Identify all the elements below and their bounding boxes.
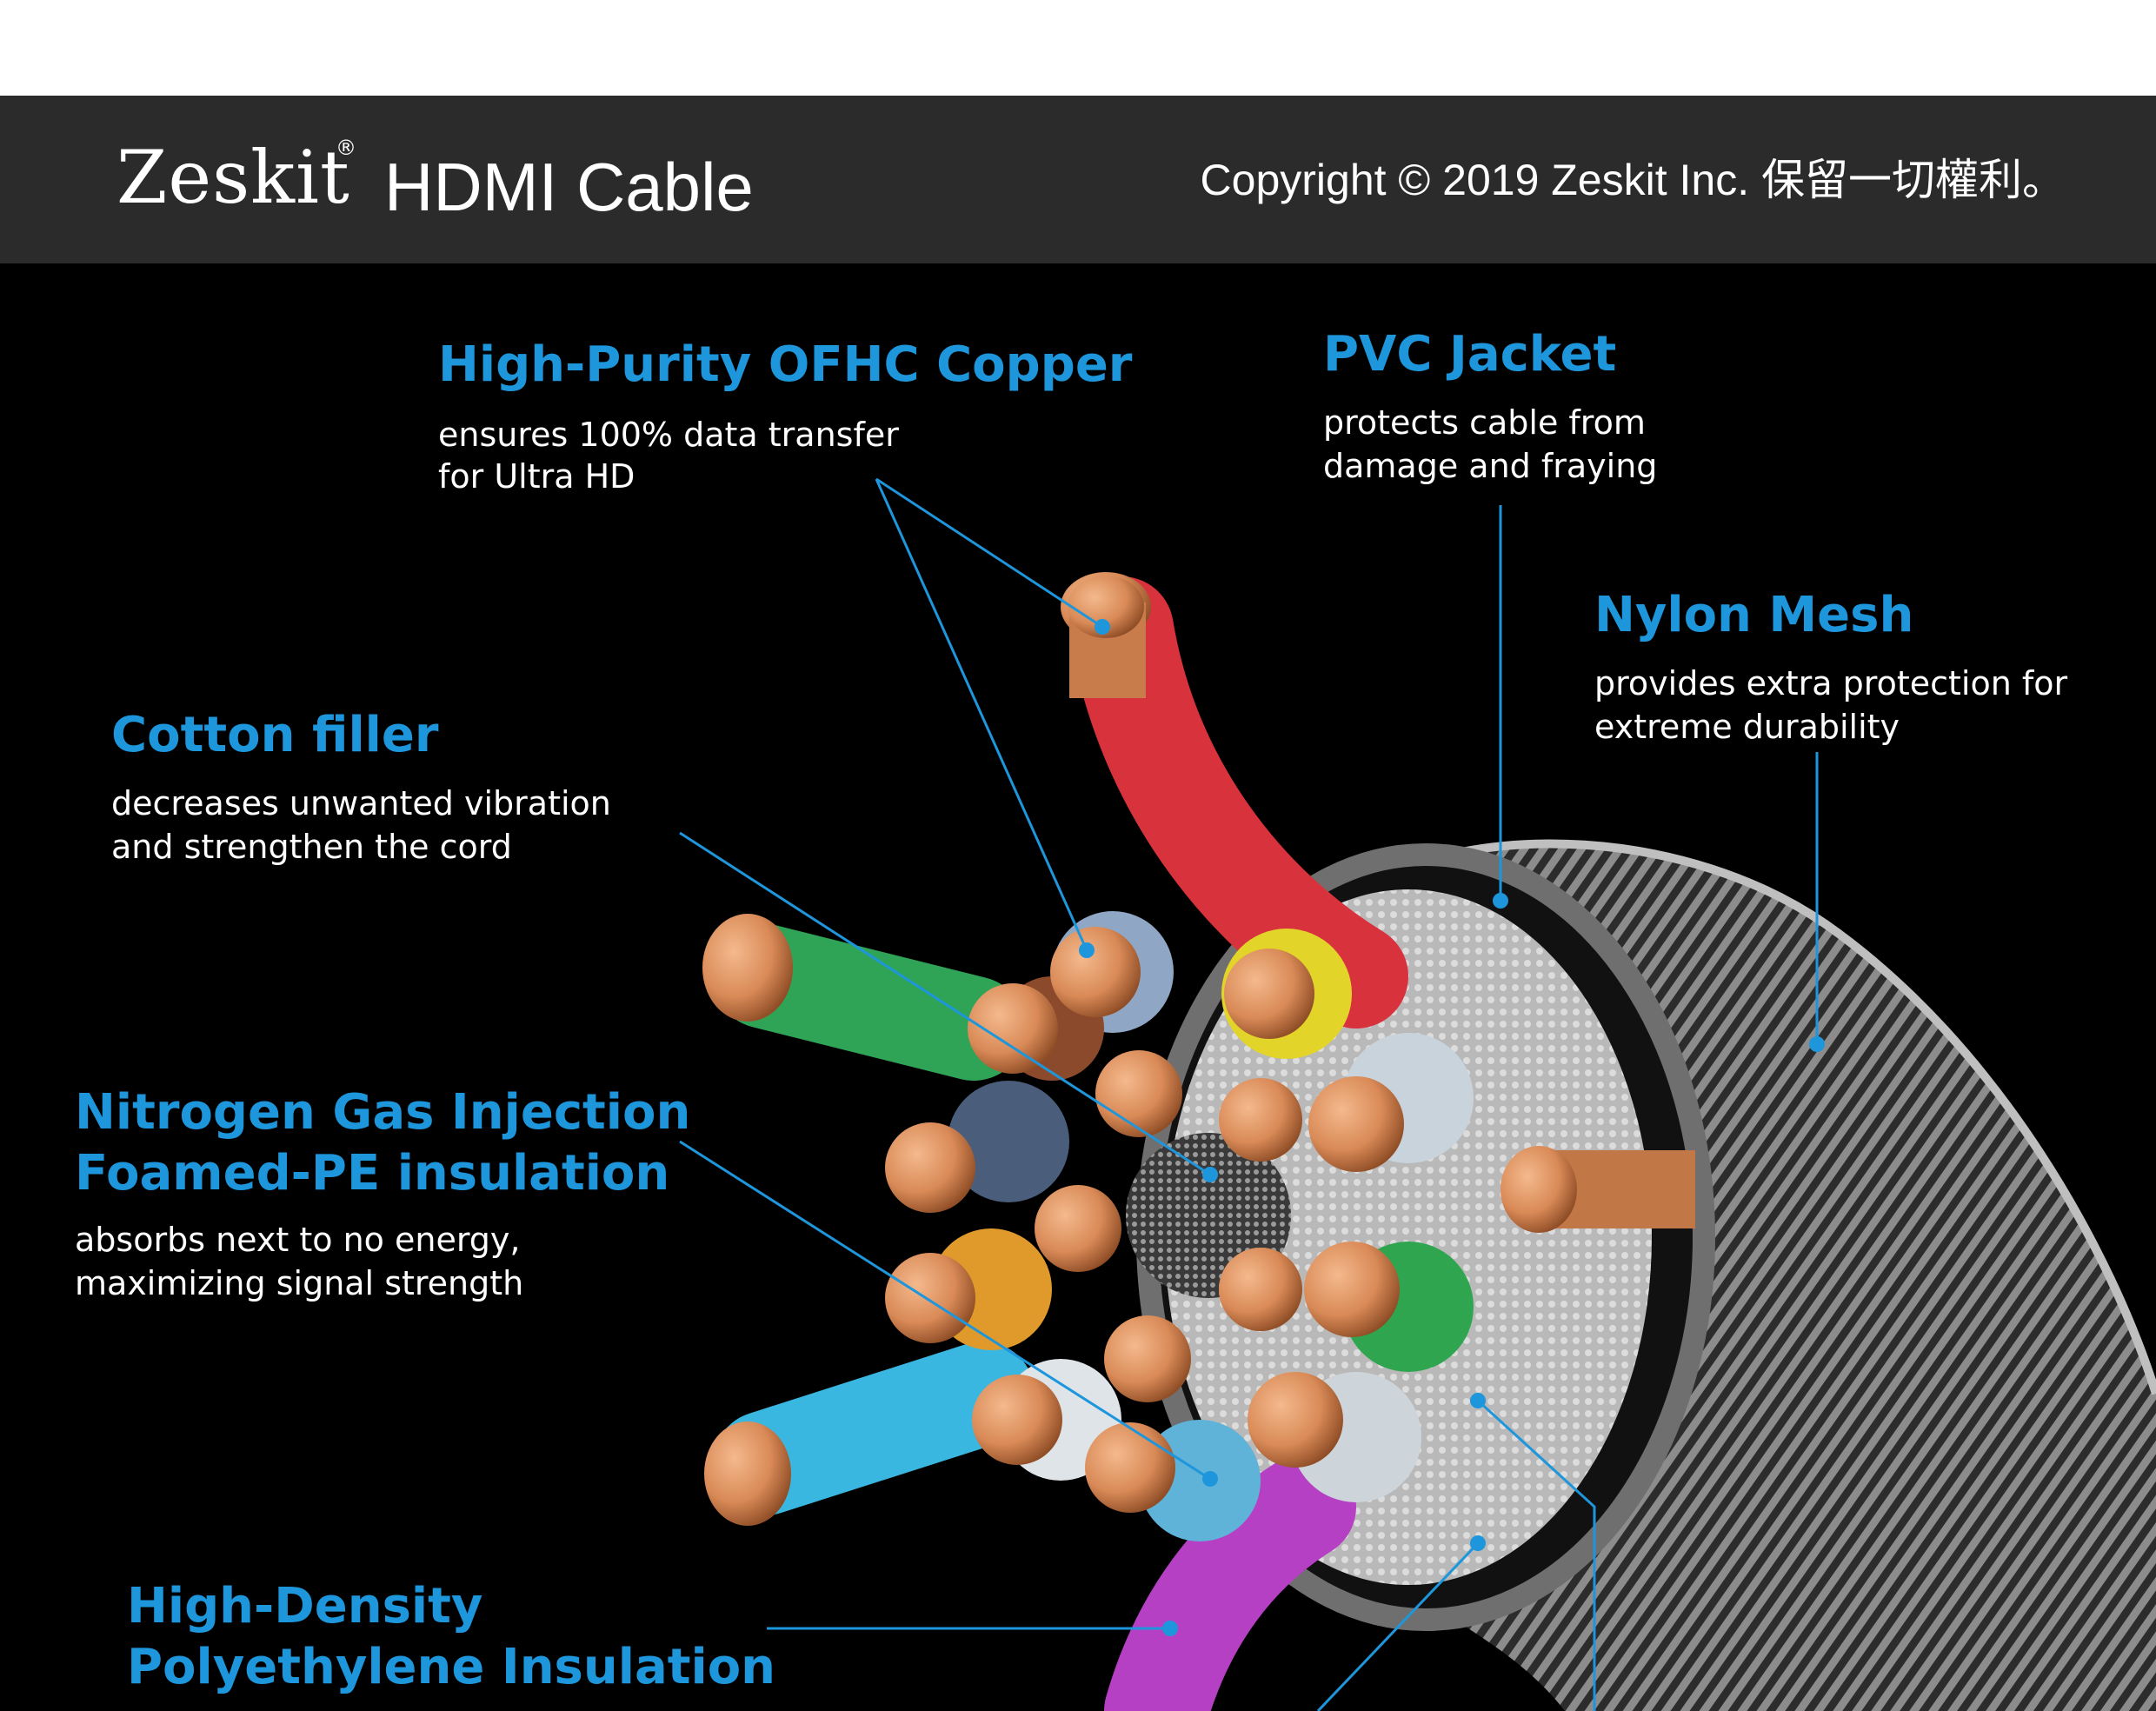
callout-nylon-title: Nylon Mesh [1594,587,1914,643]
callout-nitrogen-desc-2: maximizing signal strength [75,1264,524,1302]
callout-nitrogen-title-1: Nitrogen Gas Injection [75,1084,691,1141]
callout-nylon-desc-2: extreme durability [1594,708,1900,746]
cable-diagram: High-Purity OFHC Copper ensures 100% dat… [0,263,2156,1711]
registered-mark: ® [336,136,357,160]
callout-copper-desc-1: ensures 100% data transfer [438,416,899,454]
copyright-text: Copyright © 2019 Zeskit Inc. 保留一切權利。 [1200,156,2066,204]
callout-pvc-title: PVC Jacket [1323,326,1617,383]
green-wire [702,914,1026,1081]
callout-copper-desc-2: for Ultra HD [438,457,635,496]
top-margin [0,0,2156,96]
callout-dots [1079,619,1825,1636]
callout-copper-title: High-Purity OFHC Copper [438,336,1133,393]
purple-wire [1104,1455,1356,1711]
brand-name: Zeskit [116,135,350,220]
product-title: HDMI Cable [384,149,754,225]
right-wire [1501,1146,1695,1233]
callout-lines [679,477,1819,1711]
callout-cotton-title: Cotton filler [111,707,439,763]
callout-nitrogen-desc-1: absorbs next to no energy, [75,1221,521,1259]
callout-nitrogen-title-2: Foamed-PE insulation [75,1145,670,1202]
callout-hdpe-title-1: High-Density [127,1578,483,1634]
callout-cotton-desc-1: decreases unwanted vibration [111,784,611,822]
callout-pvc-desc-1: protects cable from [1323,403,1646,442]
callout-cotton-desc-2: and strengthen the cord [111,828,512,866]
cyan-wire [704,1342,1035,1526]
callout-nylon-desc-1: provides extra protection for [1594,664,2068,702]
cable-illustration [679,477,2156,1711]
brand-logo: Zeskit ® [116,137,356,214]
callout-pvc-desc-2: damage and fraying [1323,447,1658,485]
header-bar: Zeskit ® HDMI Cable Copyright © 2019 Zes… [0,96,2156,263]
inner-conductors [885,911,1474,1541]
callout-hdpe-title-2: Polyethylene Insulation [127,1639,776,1695]
